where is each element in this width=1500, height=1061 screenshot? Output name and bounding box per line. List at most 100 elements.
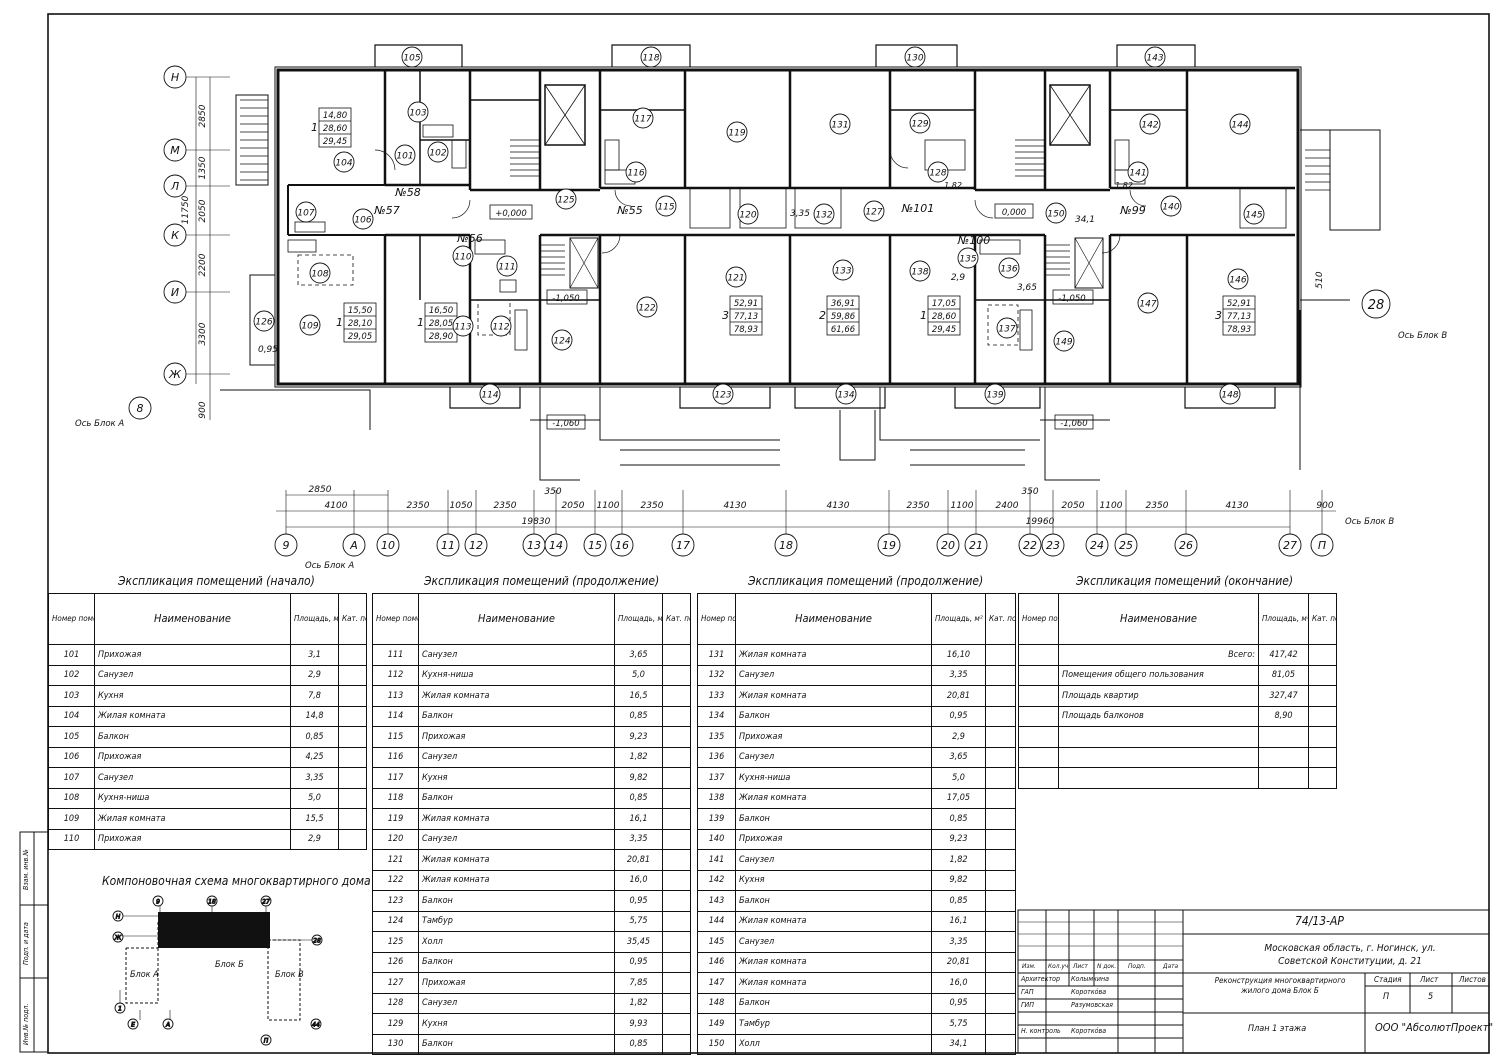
room-category-cell <box>338 808 367 830</box>
title-block-role: Н. контроль <box>1021 1027 1061 1035</box>
level-mark: -1,060 <box>552 419 579 429</box>
horizontal-dimension: 2350 <box>907 501 930 511</box>
horizontal-dimension: 900 <box>1316 501 1333 511</box>
title-block-role: ГИП <box>1021 1001 1034 1009</box>
room-circle-117 <box>632 107 654 129</box>
scheme-axis-9 <box>152 895 164 907</box>
apartment-rooms: 2 <box>819 309 826 322</box>
room-category-cell <box>985 726 1016 748</box>
room-number-145: 145 <box>1245 211 1262 221</box>
scheme-axis-label: Н <box>116 914 121 921</box>
room-circle-131 <box>829 113 851 135</box>
axis-block-v-label: Ось Блок В <box>1398 331 1447 341</box>
misc-dimension: 0,95 <box>258 345 278 355</box>
horizontal-dimension: 2350 <box>407 501 430 511</box>
title-block-header: Изм. <box>1022 962 1036 970</box>
room-circle-102 <box>427 141 449 163</box>
room-number-127: 127 <box>865 208 882 218</box>
room-area-cell: 3,65 <box>614 644 663 666</box>
room-area-cell: 9,23 <box>931 828 986 850</box>
room-circle-122 <box>636 296 658 318</box>
apartment-area-with-balcony: 78,93 <box>1227 325 1251 335</box>
room-number-cell <box>1018 726 1059 748</box>
sheets-label: Листов <box>1459 975 1486 984</box>
scheme-block-b: Блок Б <box>215 960 244 970</box>
apartment-rooms: 1 <box>311 121 318 134</box>
room-area-cell: 327,47 <box>1258 685 1309 707</box>
apartment-area-with-balcony: 28,90 <box>429 332 453 342</box>
project-code: 74/13-АР <box>1295 914 1344 928</box>
room-name-cell: Санузел <box>735 664 932 686</box>
room-number-cell: 149 <box>697 1013 736 1035</box>
apartment-living-area: 16,50 <box>429 306 453 316</box>
room-name-cell: Санузел <box>418 644 615 666</box>
room-area-cell: 8,90 <box>1258 705 1309 727</box>
room-category-cell <box>662 890 691 912</box>
room-circle-139 <box>984 383 1006 405</box>
axis-number: 27 <box>1283 539 1297 552</box>
horizontal-dimension: 2350 <box>494 501 517 511</box>
axis-number: 10 <box>381 539 395 552</box>
room-number-148: 148 <box>1221 391 1238 401</box>
room-area-cell: 14,8 <box>290 705 339 727</box>
room-area-cell: 0,85 <box>931 808 986 830</box>
room-area-cell: 0,85 <box>614 787 663 809</box>
room-name-cell: Кухня <box>735 869 932 891</box>
room-circle-141 <box>1127 161 1149 183</box>
room-name-cell: Балкон <box>418 705 615 727</box>
table-header-area: Площадь, м² <box>931 593 986 645</box>
room-number-106: 106 <box>354 216 371 226</box>
room-name-cell: Балкон <box>735 705 932 727</box>
room-number-115: 115 <box>657 203 674 213</box>
room-name-cell: Жилая комната <box>418 849 615 871</box>
room-number-109: 109 <box>301 322 318 332</box>
room-area-cell: 5,75 <box>614 910 663 932</box>
room-number-cell <box>1018 664 1059 686</box>
horizontal-dimension: 1050 <box>450 501 473 511</box>
room-number-cell: 124 <box>372 910 419 932</box>
room-name-cell: Санузел <box>418 828 615 850</box>
room-name-cell: Балкон <box>418 951 615 973</box>
horizontal-dimension: 1100 <box>597 501 620 511</box>
room-name-cell: Прихожая <box>735 828 932 850</box>
room-area-cell: 9,93 <box>614 1013 663 1035</box>
table-header-name: Наименование <box>418 593 615 645</box>
apartment-rooms: 3 <box>1215 309 1222 322</box>
room-name-cell: Площадь квартир <box>1058 685 1259 707</box>
room-number-150: 150 <box>1047 210 1064 220</box>
room-category-cell <box>338 705 367 727</box>
horizontal-dimension: 4130 <box>724 501 747 511</box>
room-circle-150 <box>1045 202 1067 224</box>
level-mark: -1,050 <box>1058 294 1085 304</box>
axis-letter: М <box>170 144 180 157</box>
section-number: №56 <box>456 232 482 245</box>
room-number-cell: 120 <box>372 828 419 850</box>
table-header-num: Номер помеще- ния <box>48 593 95 645</box>
room-category-cell <box>985 808 1016 830</box>
room-name-cell: Прихожая <box>418 726 615 748</box>
scheme-axis-44 <box>310 1018 322 1030</box>
room-number-149: 149 <box>1055 338 1072 348</box>
room-number-135: 135 <box>959 255 976 265</box>
room-number-124: 124 <box>553 337 570 347</box>
horizontal-dimension: 4130 <box>1226 501 1249 511</box>
room-name-cell: Санузел <box>94 664 291 686</box>
room-number-cell: 104 <box>48 705 95 727</box>
room-name-cell: Жилая комната <box>94 808 291 830</box>
room-number-cell <box>1018 644 1059 666</box>
room-number-cell: 139 <box>697 808 736 830</box>
room-name-cell: Жилая комната <box>735 910 932 932</box>
vertical-dimension: 11750 <box>181 195 191 224</box>
table-header-area: Площадь, м² <box>614 593 663 645</box>
room-category-cell <box>662 705 691 727</box>
scheme-axis-label: 18 <box>208 899 216 906</box>
room-circle-132 <box>813 203 835 225</box>
